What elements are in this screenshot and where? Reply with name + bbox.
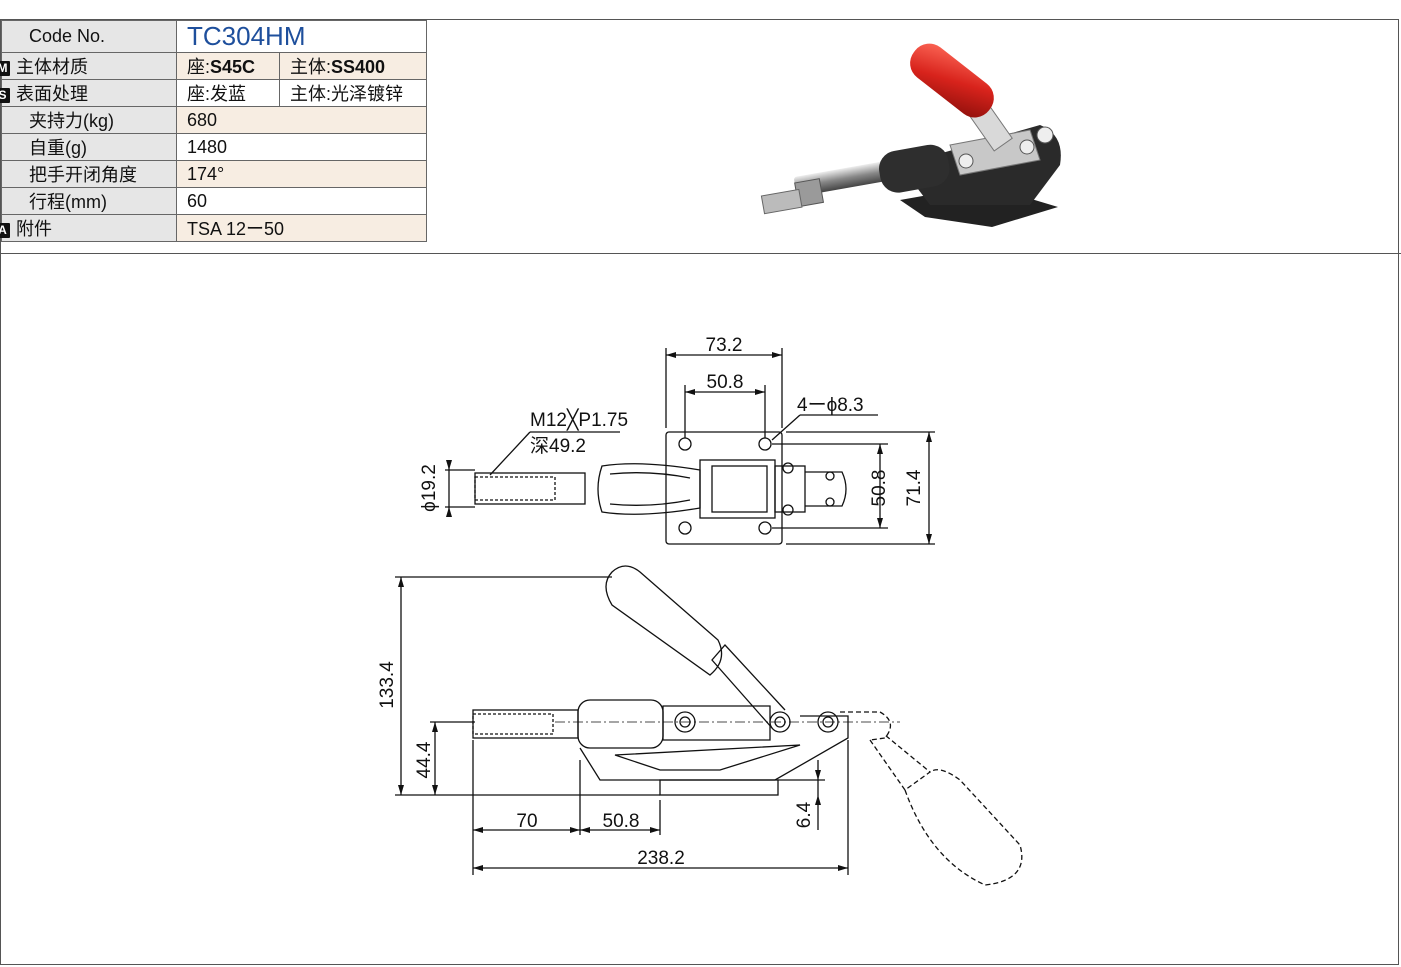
seat-prefix: 座: [187, 57, 211, 77]
surface-label: 表面处理 [16, 84, 88, 104]
pivot-pin-2 [1019, 139, 1035, 155]
surface-seat: 座:发蓝 [176, 79, 280, 107]
surface-badge: S [0, 88, 10, 103]
material-label: 主体材质 [16, 57, 88, 77]
clamp-force-value: 680 [176, 106, 427, 134]
dim-50-8-top: 50.8 [707, 372, 744, 393]
seat-material: S45C [210, 57, 256, 77]
depth-label: 深49.2 [530, 435, 586, 457]
stroke-value: 60 [176, 187, 427, 215]
dim-133-4: 133.4 [377, 661, 398, 709]
dim-71-4: 71.4 [904, 469, 925, 506]
accessory-label: 附件 [16, 219, 52, 239]
pivot-pin [958, 153, 974, 169]
spec-table: Code No. TC304HM M 主体材质 座:S45C 主体:SS400 S… [0, 20, 427, 242]
dim-238-2: 238.2 [637, 848, 685, 869]
dim-70: 70 [516, 811, 537, 832]
accessory-value: TSA 12ー50 [176, 214, 427, 242]
weight-value: 1480 [176, 133, 427, 161]
weight-label: 自重(g) [1, 133, 177, 161]
rubber-sleeve [879, 144, 950, 193]
row-weight: 自重(g) 1480 [1, 133, 427, 161]
row-code: Code No. TC304HM [1, 20, 427, 53]
section-divider [0, 253, 1401, 254]
product-photo [760, 43, 1061, 227]
red-grip [910, 43, 994, 118]
row-accessory: A 附件 TSA 12ー50 [0, 214, 427, 242]
body-material: SS400 [331, 57, 386, 77]
code-value: TC304HM [176, 20, 427, 53]
sheet-frame [0, 19, 1399, 965]
holes-label: 4ーϕ8.3 [797, 395, 864, 416]
dim-73-2: 73.2 [706, 335, 743, 356]
bolt [760, 188, 803, 215]
dim-50-8-right: 50.8 [869, 470, 890, 507]
dim-50-8-bottom: 50.8 [603, 811, 640, 832]
handle-angle-value: 174° [176, 160, 427, 188]
dim-6-4: 6.4 [794, 801, 815, 828]
dia-label: ϕ19.2 [419, 464, 440, 512]
accessory-badge: A [0, 223, 10, 238]
body-prefix: 主体: [290, 57, 332, 77]
stroke-label: 行程(mm) [1, 187, 177, 215]
dim-44-4: 44.4 [414, 741, 435, 778]
thread-label: M12╳P1.75 [530, 408, 628, 431]
pivot-pin-3 [1036, 126, 1054, 144]
row-material: M 主体材质 座:S45C 主体:SS400 [0, 52, 427, 80]
material-badge: M [0, 61, 10, 76]
row-stroke: 行程(mm) 60 [1, 187, 427, 215]
